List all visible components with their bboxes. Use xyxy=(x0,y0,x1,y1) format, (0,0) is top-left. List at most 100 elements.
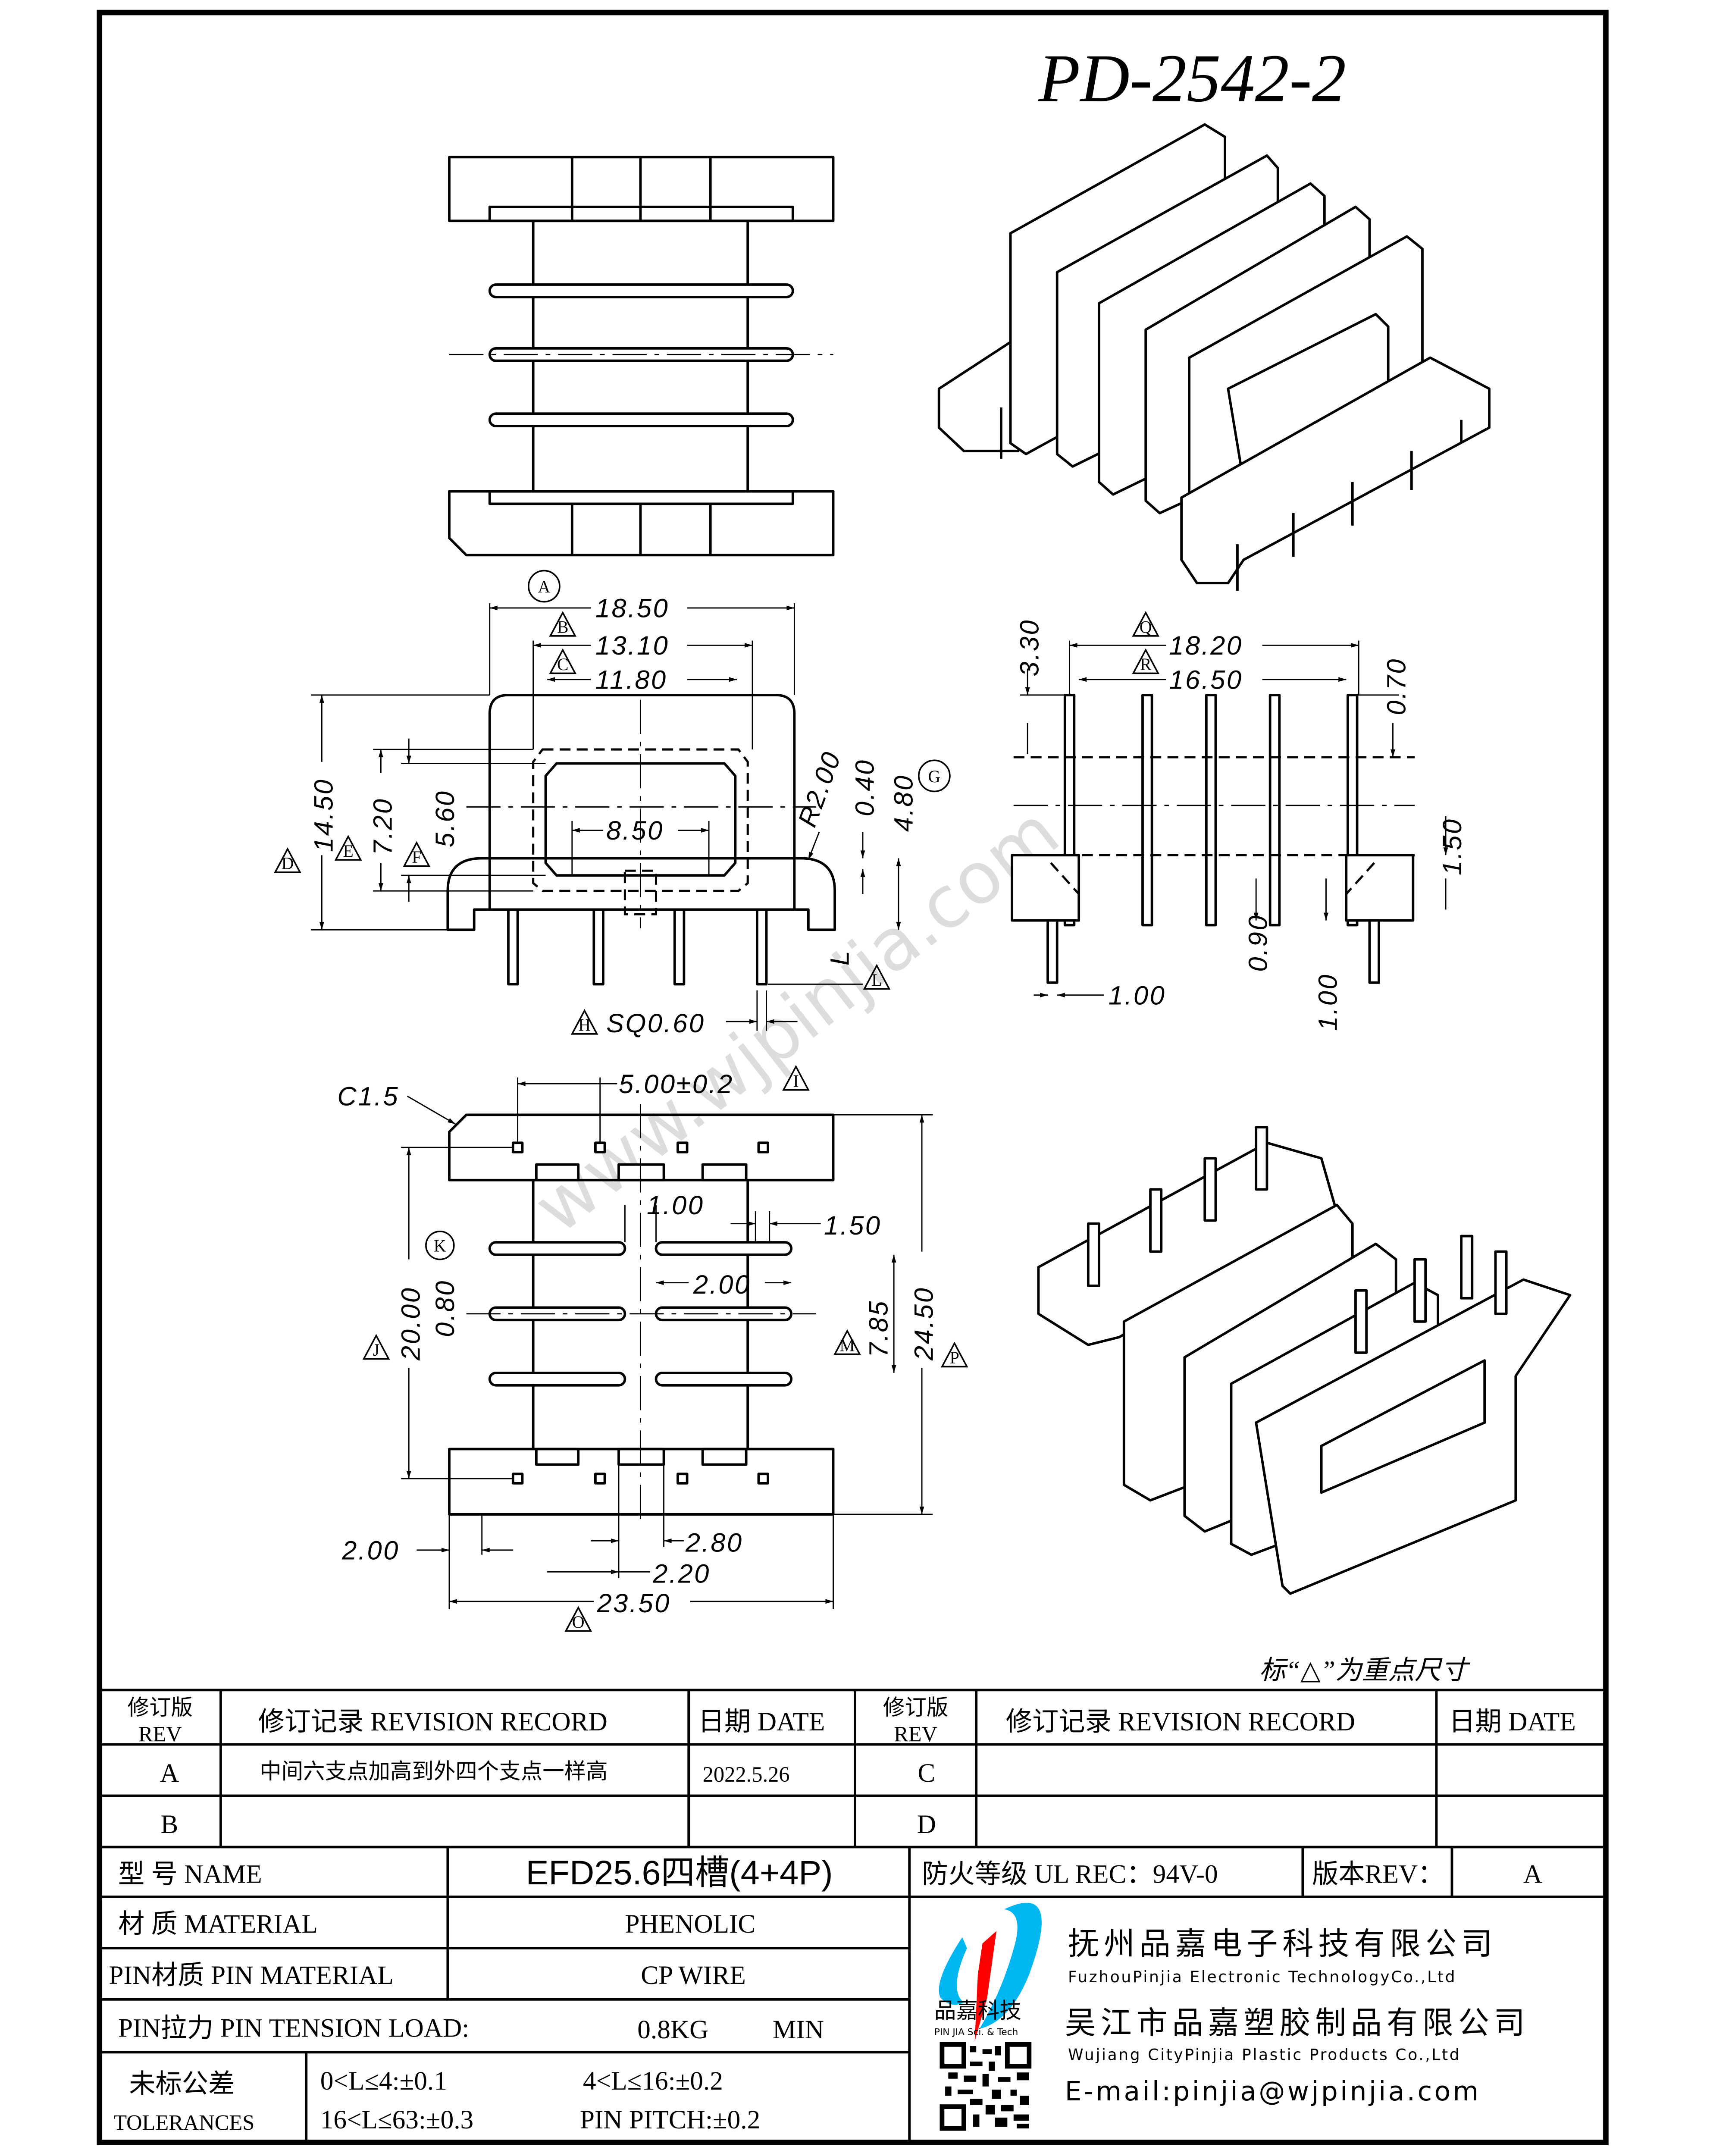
balloon-k: K xyxy=(434,1237,446,1256)
tolerance-label-en: TOLERANCES xyxy=(113,2111,254,2135)
side-view: 18.20 Q 16.50 R 3.30 0.70 1.50 0.90 1.00… xyxy=(1011,611,1467,1031)
revision-table: 修订版 REV 修订记录 REVISION RECORD 日期 DATE 修订版… xyxy=(99,1689,1606,1849)
dim-pitch: 5.00±0.2 xyxy=(619,1069,734,1099)
name-label: 型 号 NAME xyxy=(118,1859,262,1889)
dim-width-r: 16.50 xyxy=(1169,665,1243,694)
tension-unit: MIN xyxy=(773,2015,824,2044)
company-block: 品嘉科技 PIN JIA Sci. & Tech 抚州品嘉电子科技有限公司 Fu… xyxy=(934,1902,1530,2131)
rev-header-cn: 修订版 xyxy=(128,1695,193,1720)
name-value: EFD25.6四槽(4+4P) xyxy=(526,1853,833,1892)
isometric-view-top xyxy=(937,123,1491,591)
version-label: 版本REV： xyxy=(1312,1859,1444,1889)
dim-tab-a: 2.80 xyxy=(685,1528,743,1557)
balloon-d: D xyxy=(282,854,294,873)
balloon-b: B xyxy=(557,618,568,637)
rev-c: C xyxy=(918,1758,935,1788)
dim-base-g: 4.80 xyxy=(889,774,918,832)
company-name-2-cn: 吴江市品嘉塑胶制品有限公司 xyxy=(1065,2005,1530,2041)
rev-header-en: REV xyxy=(138,1722,182,1746)
balloon-o: O xyxy=(572,1613,585,1632)
dim-gap: 0.40 xyxy=(850,758,879,816)
version-value: A xyxy=(1523,1859,1542,1889)
dim-height-f: 5.60 xyxy=(430,790,460,847)
bottom-view: C1.5 5.00±0.2 I 1.00 1.50 2.00 20.00 J 0… xyxy=(337,1065,968,1632)
dim-chamfer: C1.5 xyxy=(337,1082,399,1111)
balloon-i: I xyxy=(793,1072,799,1091)
logo-text-en: PIN JIA Sci. & Tech xyxy=(934,2027,1018,2038)
material-label: 材 质 MATERIAL xyxy=(118,1909,318,1939)
balloon-m: M xyxy=(839,1336,855,1355)
dim-width-c: 11.80 xyxy=(595,665,667,694)
tension-value: 0.8KG xyxy=(637,2015,708,2044)
rev-d: D xyxy=(917,1810,936,1839)
dim-edge: 2.00 xyxy=(341,1536,400,1565)
dim-height-j: 20.00 xyxy=(396,1287,425,1361)
fire-rating: 防火等级 UL REC：94V-0 xyxy=(922,1859,1218,1889)
balloon-a: A xyxy=(538,577,551,596)
dim-top: 3.30 xyxy=(1015,619,1044,677)
company-name-1-en: FuzhouPinjia Electronic TechnologyCo.,Lt… xyxy=(1068,1968,1456,1986)
pin-material-label: PIN材质 PIN MATERIAL xyxy=(109,1961,393,1990)
dim-m: 7.85 xyxy=(864,1300,893,1357)
dim-height-p: 24.50 xyxy=(909,1287,938,1361)
dim-slot-a: 1.00 xyxy=(647,1191,705,1220)
balloon-q: Q xyxy=(1140,618,1152,637)
dim-width-b: 13.10 xyxy=(595,631,669,660)
date-header: 日期 DATE xyxy=(698,1707,825,1736)
tolerance-4: PIN PITCH:±0.2 xyxy=(580,2105,760,2134)
isometric-view-bottom xyxy=(1037,1126,1572,1595)
part-number-title: PD-2542-2 xyxy=(1038,41,1346,116)
rev-a: A xyxy=(160,1758,179,1788)
tension-label: PIN拉力 PIN TENSION LOAD: xyxy=(118,2013,469,2043)
company-logo: 品嘉科技 PIN JIA Sci. & Tech xyxy=(934,1902,1042,2042)
tolerance-label-cn: 未标公差 xyxy=(129,2069,235,2099)
key-dimension-note: 标“△”为重点尺寸 xyxy=(1259,1656,1470,1685)
dim-height-e: 7.20 xyxy=(368,798,398,856)
balloon-g: G xyxy=(928,767,941,786)
dim-step: 1.50 xyxy=(1438,818,1467,875)
tolerance-3: 16<L≤63:±0.3 xyxy=(320,2105,473,2134)
dim-radius: R2.00 xyxy=(792,747,847,831)
balloon-h: H xyxy=(578,1016,591,1035)
balloon-p: P xyxy=(950,1348,959,1367)
rev-b: B xyxy=(161,1810,179,1839)
rev-a-date: 2022.5.26 xyxy=(703,1762,790,1786)
rev-header-cn-2: 修订版 xyxy=(883,1695,948,1720)
logo-text-cn: 品嘉科技 xyxy=(934,1998,1021,2023)
dim-pin-offset-2: 1.00 xyxy=(1313,973,1343,1031)
record-header: 修订记录 REVISION RECORD xyxy=(258,1707,608,1736)
date-header-2: 日期 DATE xyxy=(1449,1707,1575,1736)
title-block: 型 号 NAME EFD25.6四槽(4+4P) 防火等级 UL REC：94V… xyxy=(99,1847,1606,2143)
company-name-1-cn: 抚州品嘉电子科技有限公司 xyxy=(1068,1926,1497,1962)
dim-tab-b: 2.20 xyxy=(652,1559,711,1589)
balloon-f: F xyxy=(412,848,421,867)
company-name-2-en: Wujiang CityPinjia Plastic Products Co.,… xyxy=(1068,2046,1461,2064)
company-email: E-mail:pinjia@wjpinjia.com xyxy=(1065,2076,1481,2107)
dim-flange: 0.70 xyxy=(1381,658,1411,715)
dim-pin-dist: 1.00 xyxy=(1109,981,1166,1010)
dim-k: 0.80 xyxy=(430,1279,460,1337)
dim-pin-offset: 0.90 xyxy=(1243,914,1272,972)
rev-header-en-2: REV xyxy=(894,1722,937,1746)
balloon-r: R xyxy=(1140,655,1152,674)
tolerance-1: 0<L≤4:±0.1 xyxy=(320,2066,447,2096)
pin-material-value: CP WIRE xyxy=(641,1961,745,1990)
dim-slot-b: 1.50 xyxy=(824,1211,882,1240)
dim-width-a: 18.50 xyxy=(595,594,669,623)
qr-code xyxy=(940,2042,1032,2131)
rev-a-record: 中间六支点加高到外四个支点一样高 xyxy=(260,1759,608,1783)
balloon-c: C xyxy=(557,655,568,674)
dim-width-o: 23.50 xyxy=(596,1589,670,1618)
dim-height-d: 14.50 xyxy=(309,778,338,852)
record-header-2: 修订记录 REVISION RECORD xyxy=(1006,1707,1355,1736)
balloon-l: L xyxy=(871,971,882,990)
balloon-j: J xyxy=(373,1341,379,1360)
sheet-border xyxy=(97,9,1609,2145)
top-view xyxy=(448,156,835,557)
balloon-e: E xyxy=(343,842,354,861)
dim-window: 8.50 xyxy=(606,816,664,845)
dim-pin-sq: SQ0.60 xyxy=(606,1009,705,1038)
material-value: PHENOLIC xyxy=(625,1909,755,1939)
dim-pin-length: L xyxy=(825,950,855,966)
